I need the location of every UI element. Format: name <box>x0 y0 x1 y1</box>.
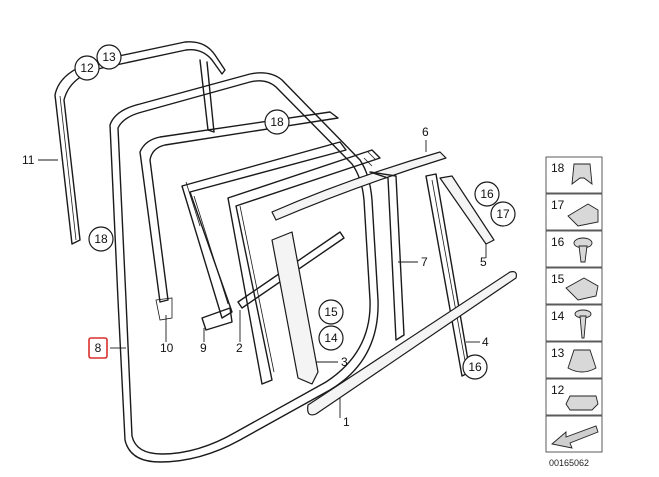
callout-14: 14 <box>324 331 338 345</box>
callout-16-top: 16 <box>480 187 494 201</box>
bracket-clip-icon <box>567 203 599 227</box>
legend-item-16[interactable]: 16 <box>545 230 603 268</box>
callout-16-bottom: 16 <box>468 360 482 374</box>
callout-8-highlight[interactable]: 8 <box>88 337 108 359</box>
fixing-clip-icon <box>565 395 599 411</box>
callout-2: 2 <box>236 341 243 355</box>
svg-text:16: 16 <box>551 235 565 249</box>
arrow-icon <box>551 425 599 449</box>
callout-9: 9 <box>200 341 207 355</box>
svg-text:12: 12 <box>551 383 565 397</box>
part-8-door-seal[interactable] <box>109 72 379 463</box>
callout-8: 8 <box>95 341 102 355</box>
legend-item-14[interactable]: 14 <box>545 304 603 342</box>
svg-text:14: 14 <box>551 309 565 323</box>
svg-text:17: 17 <box>551 198 565 212</box>
callout-4: 4 <box>482 335 489 349</box>
part-10-inner-seal[interactable] <box>139 111 339 321</box>
callout-3: 3 <box>341 355 348 369</box>
callout-12: 12 <box>80 61 94 75</box>
svg-text:13: 13 <box>551 346 565 360</box>
expanding-rivet-icon <box>573 237 593 263</box>
part-6-upper-rail[interactable] <box>271 151 447 221</box>
svg-text:15: 15 <box>551 272 565 286</box>
callout-7: 7 <box>421 255 428 269</box>
legend-item-12[interactable]: 12 <box>545 378 603 416</box>
legend-item-17[interactable]: 17 <box>545 193 603 231</box>
callout-13: 13 <box>102 50 116 64</box>
svg-text:18: 18 <box>551 161 565 175</box>
plain-callouts: 11 10 9 2 3 1 6 7 5 4 <box>22 125 489 429</box>
part-9-channel-frame[interactable] <box>181 141 347 331</box>
leader-lines <box>38 140 487 418</box>
circled-callouts: 12 13 18 18 15 14 16 17 16 <box>74 44 516 380</box>
legend-item-18[interactable]: 18 <box>545 156 603 194</box>
callout-5: 5 <box>480 255 487 269</box>
callout-10: 10 <box>160 341 174 355</box>
callout-1: 1 <box>343 415 350 429</box>
part-1-belt-moulding[interactable] <box>307 271 517 416</box>
retainer-clip-icon <box>567 349 597 373</box>
callout-18-top: 18 <box>270 115 284 129</box>
screw-icon <box>574 309 592 339</box>
callout-15: 15 <box>324 305 338 319</box>
legend-column: 18 17 16 15 14 <box>545 156 603 468</box>
callout-11: 11 <box>22 153 35 167</box>
part-7-vertical-guide[interactable] <box>369 171 405 341</box>
callout-6: 6 <box>422 125 429 139</box>
legend-arrow-item <box>545 415 603 453</box>
part-2-window-guide[interactable] <box>227 149 381 385</box>
legend-item-15[interactable]: 15 <box>545 267 603 305</box>
part-3-pillar-trim[interactable] <box>271 231 319 385</box>
callout-17: 17 <box>496 207 510 221</box>
document-number: 00165062 <box>549 458 589 468</box>
part-5-rear-trim[interactable] <box>439 175 495 245</box>
legend-item-13[interactable]: 13 <box>545 341 603 379</box>
clip-icon <box>571 163 593 185</box>
plastic-nut-icon <box>565 277 599 301</box>
callout-18-left: 18 <box>94 232 108 246</box>
